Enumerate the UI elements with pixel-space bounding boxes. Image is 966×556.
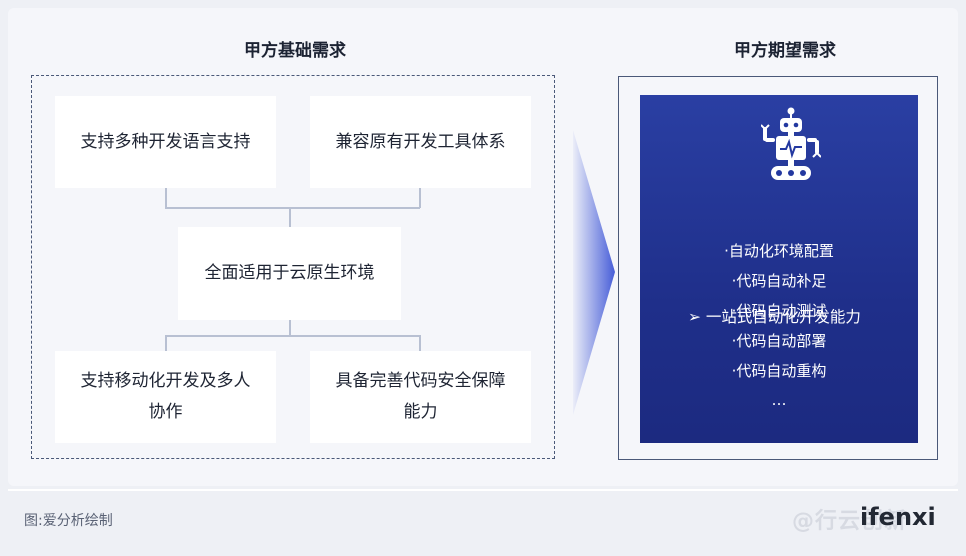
card-line: 能力 — [403, 402, 438, 422]
expected-needs-panel: ➢ 一站式自动化开发能力 ·自动化环境配置 ·代码自动补足 ·代码自动测试 ·代… — [640, 95, 918, 443]
footer-divider — [8, 489, 958, 491]
sub-item: ·代码自动补足 — [731, 272, 827, 290]
sub-item: ·自动化环境配置 — [724, 242, 834, 260]
card-line: 具备完善代码安全保障 — [335, 371, 506, 391]
connector-line — [289, 207, 291, 227]
connector-line — [165, 188, 167, 208]
connector-line — [165, 335, 420, 337]
card-line: 协作 — [148, 402, 183, 422]
card-compatible-tools: 兼容原有开发工具体系 — [310, 96, 531, 188]
left-heading: 甲方基础需求 — [244, 41, 346, 61]
card-multi-language: 支持多种开发语言支持 — [55, 96, 276, 188]
connector-line — [419, 335, 421, 351]
expected-needs-frame — [618, 76, 938, 460]
main-capability: ➢ 一站式自动化开发能力 — [688, 308, 861, 326]
watermark: @行云创新 — [792, 509, 908, 534]
source-caption: 图:爱分析绘制 — [24, 513, 113, 529]
connector-line — [165, 207, 420, 209]
brand-logo: ifenxi — [860, 503, 936, 531]
basic-needs-frame — [31, 75, 555, 459]
connector-line — [289, 320, 291, 336]
sub-item: ·代码自动重构 — [731, 362, 827, 380]
robot-icon — [761, 107, 821, 180]
sub-item: ·代码自动部署 — [731, 332, 827, 350]
sub-item: ·代码自动测试 — [731, 302, 827, 320]
card-line: 支持移动化开发及多人 — [80, 371, 251, 391]
flow-arrow-icon — [573, 130, 615, 415]
card-mobile-collab: 支持移动化开发及多人 协作 — [55, 351, 276, 443]
sub-item: … — [771, 391, 787, 409]
right-heading: 甲方期望需求 — [734, 41, 836, 61]
card-code-security: 具备完善代码安全保障 能力 — [310, 351, 531, 443]
connector-line — [165, 335, 167, 351]
connector-line — [419, 188, 421, 208]
card-cloud-native: 全面适用于云原生环境 — [178, 227, 401, 320]
